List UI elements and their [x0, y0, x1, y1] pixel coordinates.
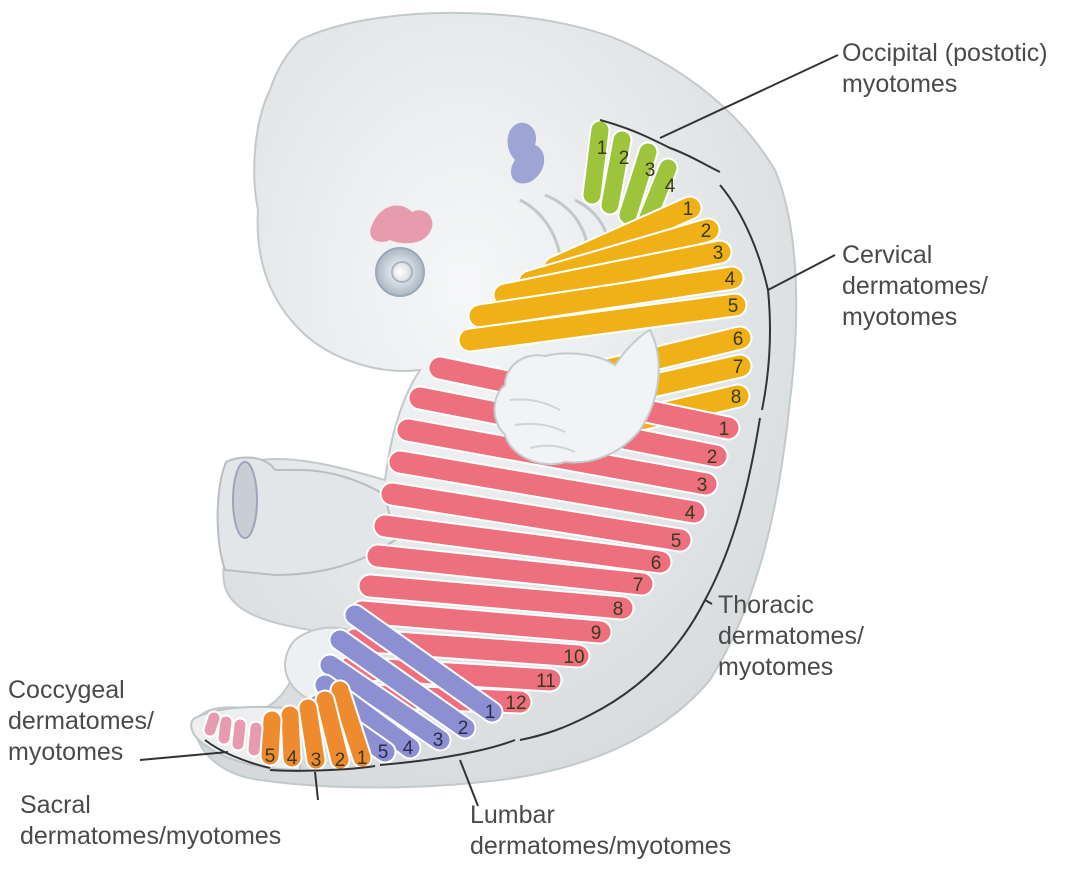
- label-coccygeal-line1: Coccygeal: [8, 675, 154, 706]
- lumbar-number-5: 5: [378, 742, 389, 763]
- occipital-number-1: 1: [597, 138, 608, 159]
- occipital-number-4: 4: [665, 176, 676, 197]
- coccygeal-segment-4: [210, 718, 214, 730]
- thoracic-number-3: 3: [697, 475, 708, 496]
- cervical-number-3: 3: [713, 243, 724, 264]
- thoracic-number-1: 1: [719, 419, 730, 440]
- thoracic-number-4: 4: [685, 503, 696, 524]
- sacral-number-2: 2: [335, 750, 346, 771]
- thoracic-number-9: 9: [591, 623, 602, 644]
- thoracic-number-2: 2: [707, 447, 718, 468]
- cervical-number-6: 6: [733, 329, 744, 350]
- occipital-number-3: 3: [645, 160, 656, 181]
- label-lumbar-line2: dermatomes/myotomes: [470, 831, 731, 862]
- thoracic-number-10: 10: [563, 647, 584, 668]
- stump-opening: [233, 462, 257, 538]
- sacral-number-4: 4: [287, 748, 298, 769]
- thoracic-number-11: 11: [536, 671, 556, 692]
- thoracic-number-5: 5: [671, 531, 682, 552]
- label-lumbar-line1: Lumbar: [470, 800, 731, 831]
- coccygeal-segment-2: [238, 725, 240, 744]
- eye: [376, 248, 424, 296]
- label-occipital-line1: Occipital (postotic): [842, 38, 1048, 69]
- label-cervical-line1: Cervical: [842, 240, 988, 271]
- label-thoracic-line3: myotomes: [718, 652, 864, 683]
- label-lumbar: Lumbar dermatomes/myotomes: [470, 800, 731, 862]
- occipital-number-2: 2: [619, 148, 630, 169]
- label-occipital-line2: myotomes: [842, 69, 1048, 100]
- label-sacral: Sacral dermatomes/myotomes: [20, 790, 281, 852]
- lumbar-number-1: 1: [485, 702, 496, 723]
- lumbar-number-2: 2: [458, 718, 469, 739]
- label-coccygeal: Coccygeal dermatomes/ myotomes: [8, 675, 154, 768]
- label-cervical: Cervical dermatomes/ myotomes: [842, 240, 988, 333]
- coccygeal-segment-1: [254, 728, 256, 750]
- thoracic-number-6: 6: [651, 553, 662, 574]
- sacral-number-1: 1: [357, 748, 368, 769]
- cervical-number-8: 8: [731, 387, 742, 408]
- label-thoracic-line2: dermatomes/: [718, 621, 864, 652]
- thoracic-number-12: 12: [505, 693, 526, 714]
- thoracic-number-7: 7: [633, 575, 644, 596]
- label-sacral-line2: dermatomes/myotomes: [20, 821, 281, 852]
- sacral-number-5: 5: [265, 746, 276, 767]
- thoracic-number-8: 8: [613, 599, 624, 620]
- label-coccygeal-line3: myotomes: [8, 737, 154, 768]
- label-occipital: Occipital (postotic) myotomes: [842, 38, 1048, 100]
- label-cervical-line3: myotomes: [842, 302, 988, 333]
- label-cervical-line2: dermatomes/: [842, 271, 988, 302]
- cervical-number-5: 5: [728, 296, 739, 317]
- cervical-number-7: 7: [733, 357, 744, 378]
- label-coccygeal-line2: dermatomes/: [8, 706, 154, 737]
- sacral-number-3: 3: [311, 750, 322, 771]
- coccygeal-segment-3: [224, 722, 226, 738]
- label-sacral-line1: Sacral: [20, 790, 281, 821]
- label-thoracic-line1: Thoracic: [718, 590, 864, 621]
- cervical-number-1: 1: [683, 199, 694, 220]
- lumbar-number-4: 4: [403, 738, 414, 759]
- cervical-number-4: 4: [725, 269, 736, 290]
- lumbar-number-3: 3: [433, 730, 444, 751]
- cervical-number-2: 2: [701, 221, 712, 242]
- label-thoracic: Thoracic dermatomes/ myotomes: [718, 590, 864, 683]
